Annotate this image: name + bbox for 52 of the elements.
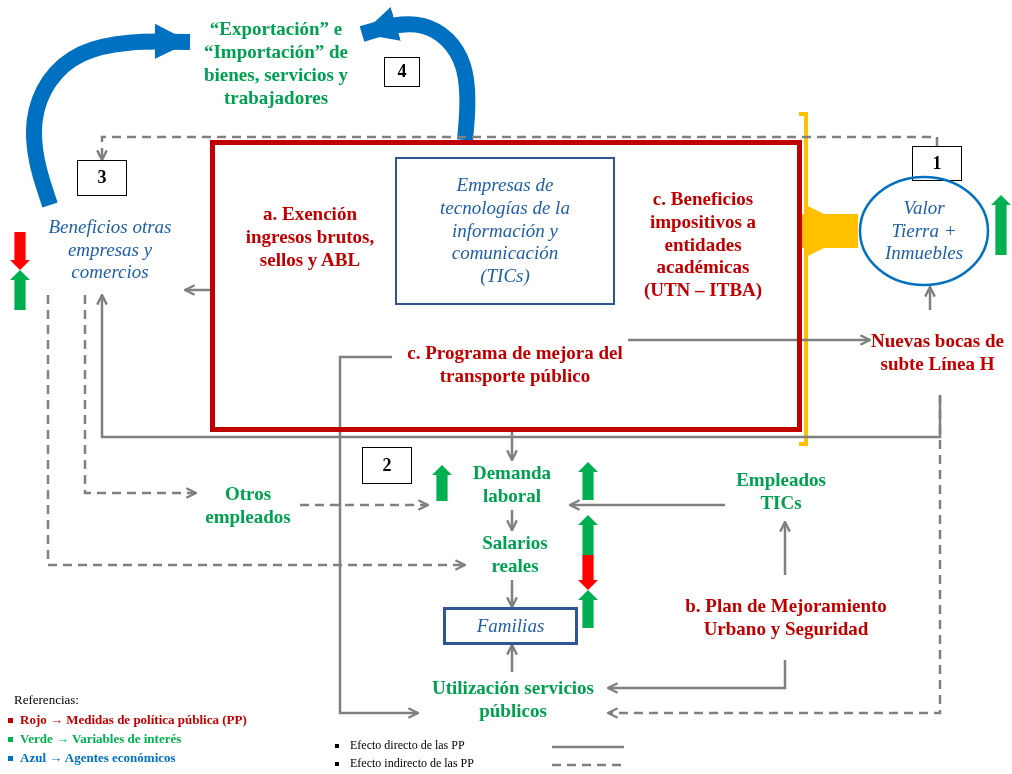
number-box [384,57,420,87]
arrow [606,660,787,694]
legend-text: Rojo → Medidas de política pública (PP) [20,712,247,728]
policy-label: b. Plan de Mejoramiento Urbano y Seguridad [676,575,896,660]
number-box [912,146,962,181]
arrow [924,285,936,310]
policy-label: a. Exención ingresos brutos, sellos y ABL [243,175,377,300]
legend-text: Verde → Variables de interés [20,731,182,747]
arrow [779,520,791,575]
arrow [506,643,518,672]
arrow [300,499,430,511]
arrow [506,432,518,462]
agent-label: Beneficios otras empresas y comercios [35,205,185,295]
thick-arrow [26,23,191,208]
company-box [395,157,615,305]
agent-label: Familias [476,614,545,638]
policy-label: Nuevas bocas de subte Línea H [870,310,1005,395]
variable-label: “Exportación” e “Importación” de bienes, servicios y trabajadores [190,8,362,120]
number-label: 3 [97,167,107,189]
agent-label: Empresas de tecnologías de la información y comunicación (TICs) [439,174,571,288]
legend-text: Efecto indirecto de las PP [350,756,474,771]
legend-text: Azul → Agentes económicos [20,750,176,766]
legend-heading: Referencias: [14,692,79,708]
number-label: 2 [382,454,392,477]
arrow [338,355,420,719]
legend-text: Efecto directo de las PP [350,738,465,753]
policy-label: c. Programa de mejora del transporte público [397,335,633,395]
variable-label: Utilización servicios públicos [418,672,608,727]
arrow [506,580,518,609]
variable-label: Otros empleados [196,478,300,533]
arrow [96,293,942,439]
variable-label: Demanda laboral [471,462,553,508]
policy-frame [210,140,802,432]
arrow [568,499,725,511]
variable-label: Empleados TICs [725,462,837,522]
thick-arrow [802,203,858,259]
arrow [46,295,467,571]
number-label: 1 [932,152,942,175]
number-box [362,447,412,484]
number-label: 4 [397,61,407,83]
number-box [77,160,127,196]
arrow [606,395,942,719]
arrow [628,334,872,346]
thick-arrow [359,7,476,141]
arrow [96,135,939,162]
arrow [506,510,518,532]
agent-box [443,607,578,645]
arrow [183,284,210,296]
agent-label: Valor Tierra + Inmuebles [883,196,965,266]
policy-label: c. Beneficios impositivos a entidades académicas (UTN – ITBA) [633,170,773,320]
arrow [83,295,198,499]
variable-label: Salarios reales [465,530,565,580]
